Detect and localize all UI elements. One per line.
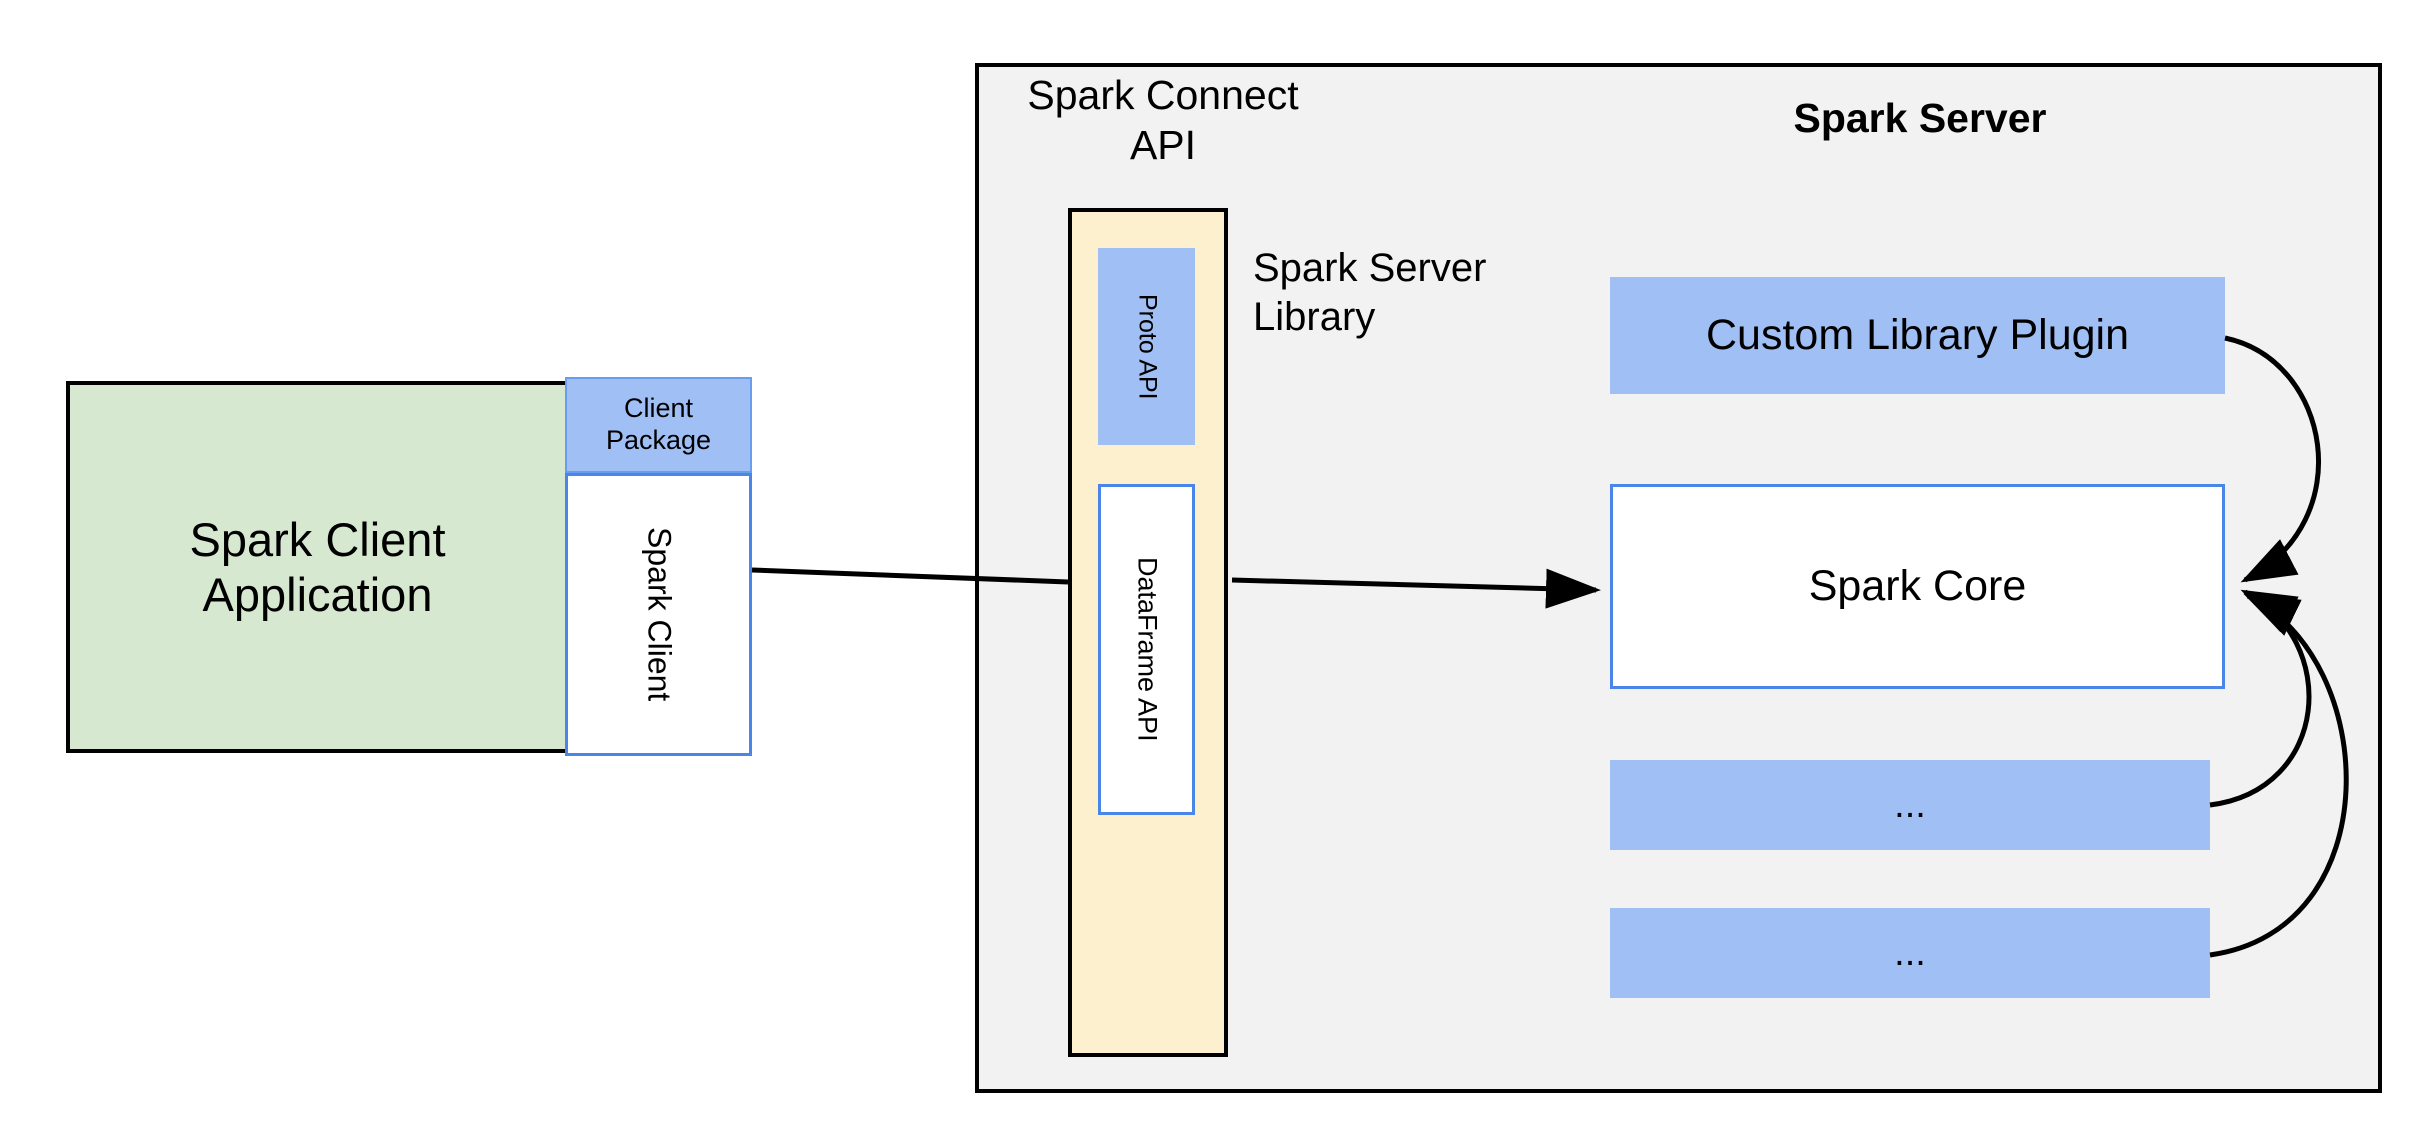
ellipsis-box-1[interactable]: ...	[1610, 760, 2210, 850]
dataframe-api-box[interactable]: DataFrame API	[1098, 484, 1195, 815]
spark-client-box[interactable]: Spark Client	[565, 473, 752, 756]
proto-api-label: Proto API	[1133, 293, 1162, 400]
spark-connect-api-label: Spark Connect API	[1027, 72, 1299, 169]
client-package-box[interactable]: Client Package	[565, 377, 752, 473]
client-package-label: Client Package	[605, 393, 712, 455]
dataframe-api-label: DataFrame API	[1132, 557, 1163, 742]
spark-core-label: Spark Core	[1808, 562, 2027, 611]
custom-library-plugin-box[interactable]: Custom Library Plugin	[1610, 277, 2225, 394]
spark-server-title: Spark Server	[1793, 95, 2047, 141]
ellipsis-label-2: ...	[1894, 931, 1926, 974]
spark-client-application-box[interactable]: Spark Client Application	[66, 381, 569, 753]
spark-server-library-label: Spark Server Library	[1253, 246, 1487, 339]
spark-client-label: Spark Client	[641, 527, 678, 702]
ellipsis-label-1: ...	[1894, 783, 1926, 826]
ellipsis-box-2[interactable]: ...	[1610, 908, 2210, 998]
spark-core-box[interactable]: Spark Core	[1610, 484, 2225, 689]
proto-api-box[interactable]: Proto API	[1098, 248, 1195, 445]
custom-library-plugin-label: Custom Library Plugin	[1705, 311, 2129, 360]
spark-client-application-label: Spark Client Application	[189, 512, 446, 621]
